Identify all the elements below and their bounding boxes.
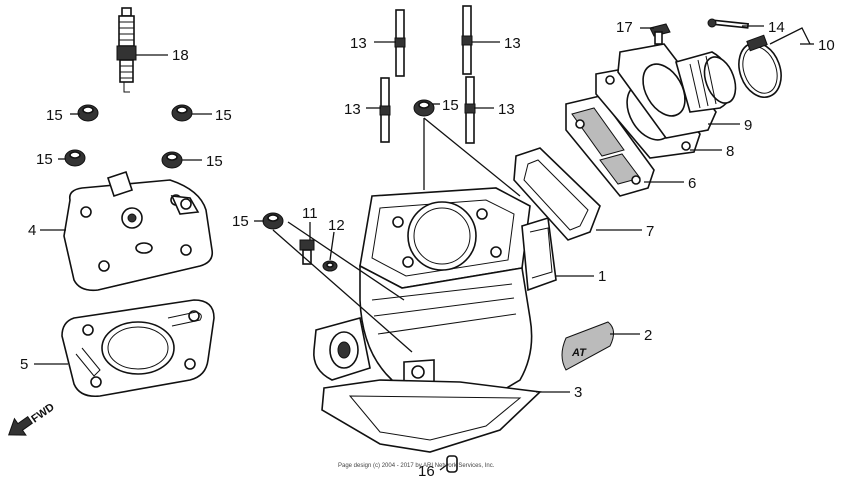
nut-15-e[interactable] — [413, 99, 435, 117]
callout-15-f: 15 — [232, 213, 249, 230]
stud-bolt-13-d[interactable] — [464, 76, 476, 144]
nut-15-d[interactable] — [161, 151, 183, 169]
washer-12[interactable] — [322, 260, 338, 272]
callout-6: 6 — [688, 175, 696, 192]
forward-arrow: FWD — [7, 401, 57, 436]
callout-5: 5 — [20, 356, 28, 373]
callout-18: 18 — [172, 47, 189, 64]
callout-17: 17 — [616, 19, 633, 36]
copyright-notice: Page design (c) 2004 - 2017 by ARI Netwo… — [338, 463, 495, 469]
callout-13-d: 13 — [498, 101, 515, 118]
head-gasket[interactable] — [61, 299, 215, 398]
callout-12: 12 — [328, 217, 345, 234]
callout-15-e: 15 — [442, 97, 459, 114]
callout-1: 1 — [598, 268, 606, 285]
callout-4: 4 — [28, 222, 36, 239]
stud-bolt-13-b[interactable] — [461, 5, 473, 75]
callout-15-a: 15 — [46, 107, 63, 124]
callout-11: 11 — [302, 205, 318, 222]
callout-15-b: 15 — [215, 107, 232, 124]
callout-labels: 18 15 15 15 15 15 15 13 13 13 13 4 5 11 … — [20, 19, 835, 480]
callout-15-d: 15 — [206, 153, 223, 170]
callout-3: 3 — [574, 384, 582, 401]
callout-13-b: 13 — [504, 35, 521, 52]
leader-lines — [34, 25, 814, 471]
cylinder[interactable] — [313, 187, 557, 436]
callout-7: 7 — [646, 223, 654, 240]
arrow-left-icon — [7, 416, 33, 436]
callout-2: 2 — [644, 327, 652, 344]
nut-15-b[interactable] — [171, 104, 193, 122]
decal-at[interactable]: AT — [561, 321, 614, 371]
stud-bolt-13-c[interactable] — [379, 77, 391, 143]
nut-15-c[interactable] — [64, 149, 86, 167]
base-gasket[interactable] — [321, 379, 542, 453]
fwd-label: FWD — [29, 401, 56, 425]
callout-14: 14 — [768, 19, 785, 36]
manifold-bolt[interactable] — [649, 23, 671, 45]
reed-valve-gasket[interactable] — [513, 147, 601, 241]
intake-clamp[interactable] — [732, 34, 789, 103]
intake-manifold[interactable] — [617, 43, 741, 139]
nut-15-a[interactable] — [77, 104, 99, 122]
callout-13-c: 13 — [344, 101, 361, 118]
spark-plug[interactable] — [116, 7, 137, 93]
callout-13-a: 13 — [350, 35, 367, 52]
decal-text: AT — [571, 347, 587, 359]
cylinder-head[interactable] — [63, 170, 214, 292]
callout-10: 10 — [818, 37, 835, 54]
nut-15-f[interactable] — [262, 212, 284, 230]
callout-8: 8 — [726, 143, 734, 160]
clamp-screw[interactable] — [707, 18, 749, 29]
callout-16: 16 — [418, 463, 435, 480]
stud-bolt-13-a[interactable] — [394, 9, 406, 77]
callout-9: 9 — [744, 117, 752, 134]
callout-15-c: 15 — [36, 151, 53, 168]
